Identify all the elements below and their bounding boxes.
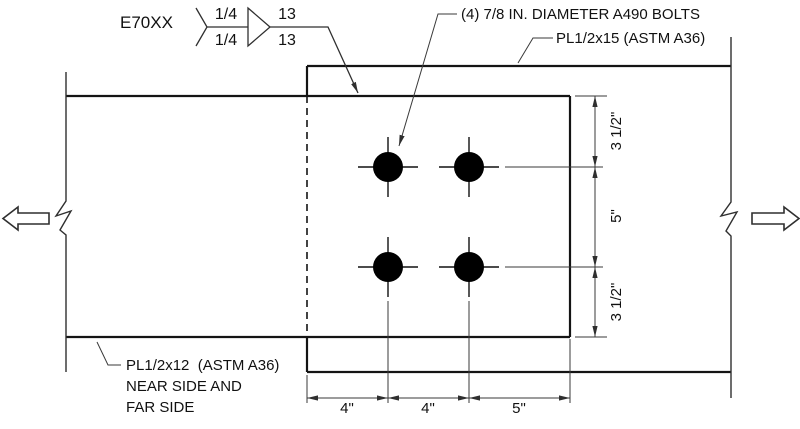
splice-plate-leader: [517, 37, 553, 64]
dim-vertical-middle-label: 5": [608, 209, 625, 223]
break-line-left: [54, 72, 73, 372]
splice-plate-outline: [305, 64, 731, 374]
dim-horizontal-2-label: 4": [421, 400, 435, 417]
weld-size-top-label: 1/4: [214, 6, 238, 23]
dim-vertical-top-label: 3 1/2": [608, 111, 625, 151]
bolt-group: [358, 137, 499, 297]
weld-size-bottom-label: 1/4: [214, 32, 238, 49]
weld-length-top-label: 13: [278, 6, 296, 23]
dim-horizontal-3-label: 5": [512, 400, 526, 417]
bolt-top-right: [439, 137, 499, 197]
break-line-right: [719, 37, 739, 398]
extension-lines: [306, 95, 607, 403]
side-plate-leader: [96, 341, 121, 366]
dim-horizontal-1-label: 4": [340, 400, 354, 417]
bolt-bottom-left: [358, 237, 418, 297]
side-plate-label-line2: NEAR SIDE AND: [126, 378, 242, 395]
dim-vertical-bottom-label: 3 1/2": [608, 282, 625, 322]
weld-length-bottom-label: 13: [278, 32, 296, 49]
side-plate-label-line3: FAR SIDE: [126, 399, 195, 416]
bolt-callout-label: (4) 7/8 IN. DIAMETER A490 BOLTS: [461, 6, 700, 23]
bolt-top-left: [358, 137, 418, 197]
weld-electrode-label: E70XX: [120, 13, 173, 32]
weld-symbol: [195, 6, 359, 94]
fillet-weld-both-sides-icon: [247, 6, 271, 48]
side-plate-outline: [66, 94, 572, 339]
side-plate-label-line1: PL1/2x12 (ASTM A36): [126, 357, 280, 374]
weld-tail-icon: [195, 7, 208, 47]
right-force-arrow-icon: [751, 205, 800, 232]
bolt-callout-leader: [398, 13, 457, 147]
bolt-bottom-right: [439, 237, 499, 297]
weld-reference-line-and-arrow: [207, 26, 359, 94]
splice-plate-label: PL1/2x15 (ASTM A36): [556, 30, 706, 47]
left-force-arrow-icon: [1, 205, 50, 232]
